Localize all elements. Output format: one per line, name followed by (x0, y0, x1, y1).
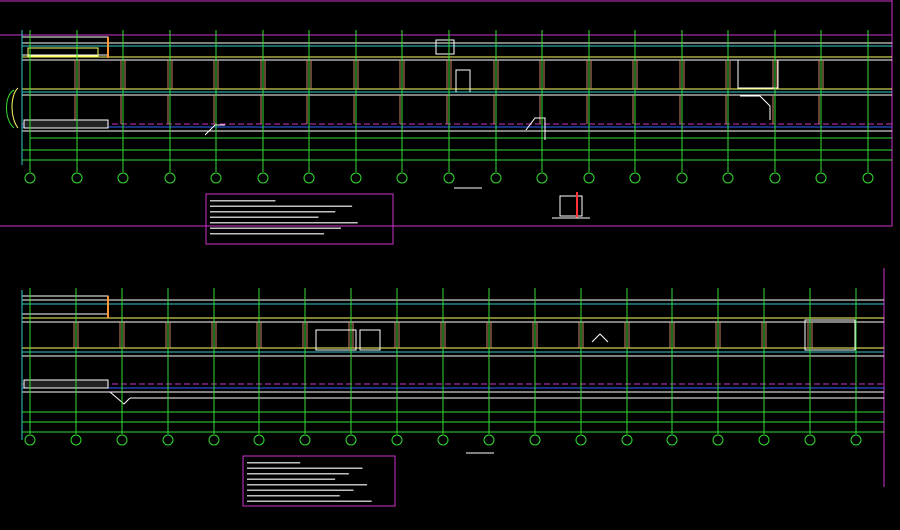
detail-marks (454, 187, 590, 454)
axis-bubble-upper-18 (815, 172, 827, 184)
elevation-upper (6, 30, 892, 184)
detail-box-lower-1 (315, 329, 357, 351)
upper-axis-bubbles (24, 172, 874, 184)
notes-lower-text-line (247, 500, 372, 502)
notes-box-upper[interactable] (205, 193, 394, 245)
small-detail-lower (591, 333, 609, 343)
axis-bubble-lower-3 (116, 434, 128, 446)
small-ramp-upper (204, 124, 225, 136)
axis-bubble-upper-7 (303, 172, 315, 184)
axis-bubble-upper-12 (536, 172, 548, 184)
axis-bubble-upper-1 (24, 172, 36, 184)
axis-bubble-lower-13 (575, 434, 587, 446)
axis-bubble-upper-9 (396, 172, 408, 184)
axis-bubble-lower-5 (208, 434, 220, 446)
axis-bubble-upper-19 (862, 172, 874, 184)
axis-bubble-upper-13 (583, 172, 595, 184)
notes-lower-text-line (247, 467, 363, 469)
stair-lines-upper (740, 95, 771, 120)
step-detail-upper (455, 69, 471, 92)
axis-bubble-upper-10 (443, 172, 455, 184)
upper-axis-lines (22, 30, 892, 172)
lower-axis-lines (22, 288, 884, 434)
axis-bubble-lower-2 (70, 434, 82, 446)
axis-bubble-upper-11 (490, 172, 502, 184)
axis-bubble-upper-8 (350, 172, 362, 184)
axis-bubble-upper-17 (769, 172, 781, 184)
axis-bubble-lower-15 (666, 434, 678, 446)
axis-bubble-upper-2 (71, 172, 83, 184)
axis-bubble-lower-11 (483, 434, 495, 446)
notes-lower-text-line (247, 478, 336, 480)
axis-bubble-lower-14 (621, 434, 633, 446)
axis-bubble-lower-12 (529, 434, 541, 446)
notes-upper-text-line (210, 216, 319, 218)
left-slab-upper (27, 47, 99, 57)
left-hatch-upper (23, 119, 109, 129)
notes-upper-text-line (210, 205, 353, 207)
section-detail-box (559, 195, 583, 217)
curved-profile-upper-2 (11, 87, 19, 129)
axis-bubble-lower-4 (162, 434, 174, 446)
notes-lower-text-line (247, 489, 354, 491)
left-hatch-lower (23, 379, 109, 389)
notes-upper-text-line (210, 211, 336, 213)
axis-bubble-lower-6 (253, 434, 265, 446)
axis-bubble-lower-16 (712, 434, 724, 446)
notes-upper-border (205, 193, 394, 245)
axis-bubble-lower-1 (24, 434, 36, 446)
axis-bubble-lower-10 (437, 434, 449, 446)
axis-bubble-upper-6 (257, 172, 269, 184)
notes-lower-text-line (247, 495, 340, 497)
elevation-lower (21, 288, 884, 446)
notes-upper-text-line (210, 233, 325, 235)
ramp-detail-upper (525, 117, 546, 140)
lower-structure (21, 290, 884, 440)
axis-bubble-upper-5 (210, 172, 222, 184)
notes-lower-border (242, 455, 396, 507)
upper-structure (6, 30, 892, 165)
axis-bubble-lower-9 (391, 434, 403, 446)
axis-bubble-lower-19 (850, 434, 862, 446)
axis-bubble-upper-4 (164, 172, 176, 184)
notes-upper-text-line (210, 227, 341, 229)
axis-bubble-lower-18 (804, 434, 816, 446)
notes-lower-text-line (247, 462, 301, 464)
notes-lower-text-line (247, 473, 349, 475)
axis-bubble-lower-7 (299, 434, 311, 446)
axis-bubble-upper-15 (676, 172, 688, 184)
axis-bubble-upper-16 (722, 172, 734, 184)
detail-box-lower-2 (359, 329, 381, 351)
notes-box-lower[interactable] (242, 455, 396, 507)
step-detail-lower (109, 391, 131, 405)
notes-lower-text-line (247, 484, 368, 486)
curved-profile-upper (6, 89, 15, 129)
axis-bubble-upper-3 (117, 172, 129, 184)
axis-bubble-lower-17 (758, 434, 770, 446)
axis-bubble-lower-8 (345, 434, 357, 446)
detail-box-upper-1 (435, 39, 455, 55)
notes-upper-text-line (210, 200, 276, 202)
lower-axis-bubbles (24, 434, 862, 446)
detail-box-lower-3 (804, 319, 856, 351)
notes-upper-text-line (210, 222, 358, 224)
axis-bubble-upper-14 (629, 172, 641, 184)
stair-box-upper (737, 60, 779, 89)
